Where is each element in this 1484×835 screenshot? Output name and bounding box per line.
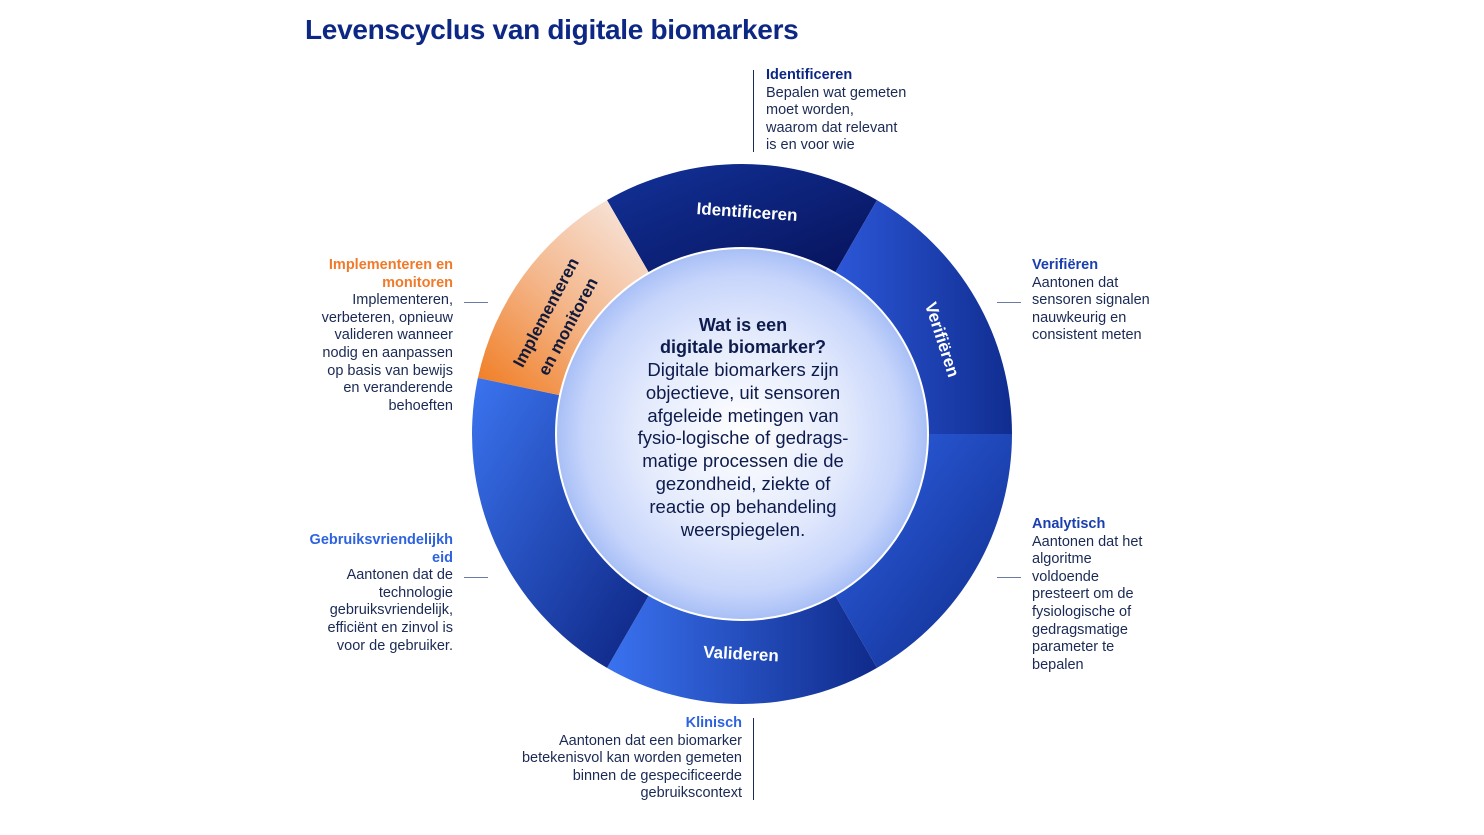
ring-segment-valideren	[607, 594, 877, 704]
ring-segment-gebruiksvriendelijkheid	[471, 377, 650, 668]
center-circle	[555, 247, 929, 621]
gebruiksvriendelijkheid-connector	[464, 577, 488, 578]
callout-implementeren-body: Implementeren, verbeteren, opnieuw valid…	[321, 292, 453, 414]
ring-segment-verifieren	[834, 200, 1012, 434]
callout-analytisch-heading: Analytisch	[1032, 516, 1106, 532]
ring-segment-identificeren	[607, 163, 877, 274]
center-answer: Digitale biomarkers zijn objectieve, uit…	[637, 359, 849, 540]
klinisch-connector	[753, 718, 754, 800]
page-title: Levenscyclus van digitale biomarkers	[305, 14, 799, 45]
ring-segment-implementeren	[477, 200, 650, 396]
callout-klinisch-heading: Klinisch	[685, 715, 742, 731]
callout-implementeren-heading: Implementeren en monitoren	[328, 257, 453, 291]
callout-analytisch: Analytisch Aantonen dat het algoritme vo…	[1032, 516, 1192, 674]
callout-klinisch: Klinisch Aantonen dat een biomarker bete…	[470, 715, 742, 803]
callout-gebruiksvriendelijkheid: Gebruiksvriendelijkh eid Aantonen dat de…	[283, 532, 453, 655]
callout-gebruiksvriendelijkheid-heading: Gebruiksvriendelijkh eid	[309, 532, 453, 566]
implementeren-connector	[464, 302, 488, 303]
callout-gebruiksvriendelijkheid-body: Aantonen dat de technologie gebruiksvrie…	[327, 567, 453, 654]
callout-verifieren-heading: Verifiëren	[1032, 257, 1099, 273]
center-definition: Wat is een digitale biomarker? Digitale …	[598, 314, 888, 541]
ring-label-valideren: Valideren	[703, 643, 780, 666]
center-question: Wat is een digitale biomarker?	[659, 315, 827, 357]
callout-verifieren-body: Aantonen dat sensoren signalen nauwkeuri…	[1032, 274, 1150, 344]
callout-analytisch-body: Aantonen dat het algoritme voldoende pre…	[1032, 533, 1143, 673]
verifieren-connector	[997, 302, 1021, 303]
callout-identificeren-body: Bepalen wat gemeten moet worden, waarom …	[766, 84, 907, 154]
callout-implementeren: Implementeren en monitoren Implementeren…	[283, 257, 453, 415]
ring-segment-analytisch	[834, 434, 1012, 668]
callout-identificeren: Identificeren Bepalen wat gemeten moet w…	[766, 67, 966, 155]
callout-identificeren-heading: Identificeren	[766, 67, 853, 83]
callout-verifieren: Verifiëren Aantonen dat sensoren signale…	[1032, 257, 1202, 345]
callout-klinisch-body: Aantonen dat een biomarker betekenisvol …	[521, 732, 742, 802]
analytisch-connector	[997, 577, 1021, 578]
identificeren-connector	[753, 70, 754, 152]
